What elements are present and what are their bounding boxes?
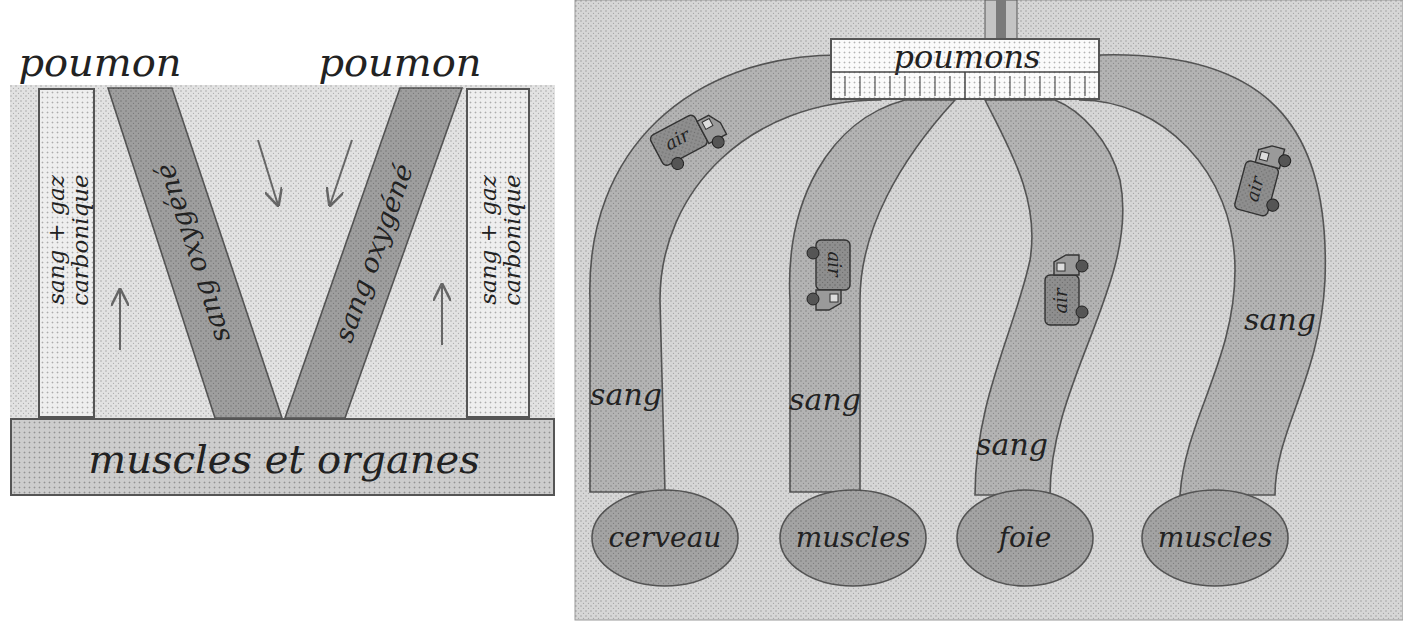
node-text: sang (780, 384, 870, 416)
node-text: air (1052, 277, 1071, 325)
band-texture (285, 88, 462, 418)
band-shape (285, 88, 462, 418)
truck-window (830, 294, 838, 302)
flow-arrow (330, 140, 352, 205)
organ-oval: foie (955, 488, 1095, 588)
oval-texture (957, 490, 1093, 586)
organ-label: poumon (18, 41, 181, 83)
oval-texture (780, 490, 926, 586)
band-shape (790, 100, 955, 492)
co2-blood-band: sang + gaz carbonique (466, 88, 530, 418)
node-text: sang oxygéné (130, 96, 256, 409)
truck-body (816, 240, 850, 290)
node-text: sang (581, 379, 671, 411)
truck-cab (1054, 255, 1079, 275)
node-text: muscles et organes (24, 438, 544, 480)
node-text: sang oxygéné (307, 97, 440, 408)
oval-shape (1142, 490, 1288, 586)
right-panel (575, 0, 1403, 620)
node-text: foie (960, 523, 1090, 552)
flow-arrow (119, 290, 121, 350)
node-text: muscles (1145, 523, 1285, 552)
node-text: sang + gaz carbonique (476, 125, 524, 355)
node-text: muscles (783, 523, 923, 552)
truck-wheel (710, 134, 726, 150)
oval-shape (780, 490, 926, 586)
organ-label: poumon (318, 41, 481, 83)
blood-arch: sang air (968, 96, 1128, 498)
left-panel-texture (10, 85, 555, 420)
trachea-core (996, 0, 1006, 40)
oxygen-blood-band: sang oxygéné (285, 88, 462, 418)
organ-box: muscles et organes (10, 418, 555, 496)
truck-texture (1234, 160, 1280, 217)
band-texture (1080, 55, 1325, 495)
node-text: air (825, 240, 844, 288)
truck-texture (816, 240, 850, 290)
truck-texture (1045, 275, 1079, 325)
air-truck: air (1044, 254, 1090, 326)
node-text: cerveau (595, 523, 735, 552)
node-outline (1078, 50, 1330, 497)
truck-body (1045, 275, 1079, 325)
truck-wheel (1076, 306, 1088, 318)
truck-wheel (1265, 198, 1280, 213)
oval-shape (592, 490, 738, 586)
oxygen-blood-band: sang oxygéné (108, 88, 282, 418)
flow-arrow (258, 140, 278, 205)
band-shape (1080, 55, 1325, 495)
lung-divider (964, 72, 966, 100)
truck-wheel (807, 293, 819, 305)
left-panel (10, 85, 555, 420)
air-truck: air (805, 239, 851, 311)
lung-divider (831, 71, 1099, 73)
right-panel-texture (575, 0, 1403, 620)
co2-blood-band: sang + gaz carbonique (38, 88, 95, 418)
blood-arch: sangair (1078, 50, 1330, 497)
oval-texture (1142, 490, 1288, 586)
alveoli-ticks (845, 76, 1085, 96)
lungs-box: poumons (830, 38, 1100, 100)
oval-texture (592, 490, 738, 586)
truck-window (1057, 263, 1065, 271)
truck-wheel (670, 155, 686, 171)
node-text: sang (1235, 304, 1325, 336)
blood-arch: sangair (785, 98, 957, 492)
flow-arrow (441, 285, 443, 345)
node-text: poumons (837, 41, 1097, 75)
truck-body (1234, 160, 1280, 217)
truck-window (702, 118, 713, 129)
truck-wheel (1076, 260, 1088, 272)
truck-cab (816, 290, 841, 310)
truck-wheel (1277, 153, 1292, 168)
organ-oval: muscles (778, 488, 928, 588)
band-shape (108, 88, 282, 418)
band-texture (108, 88, 282, 418)
node-text: sang (967, 429, 1057, 461)
band-texture (790, 100, 955, 492)
truck-wheel (807, 247, 819, 259)
truck-window (1259, 151, 1269, 161)
organ-oval: cerveau (590, 488, 740, 588)
trachea (985, 0, 1017, 40)
organ-oval: muscles (1140, 488, 1290, 588)
oval-shape (957, 490, 1093, 586)
node-text: sang + gaz carbonique (44, 125, 92, 355)
